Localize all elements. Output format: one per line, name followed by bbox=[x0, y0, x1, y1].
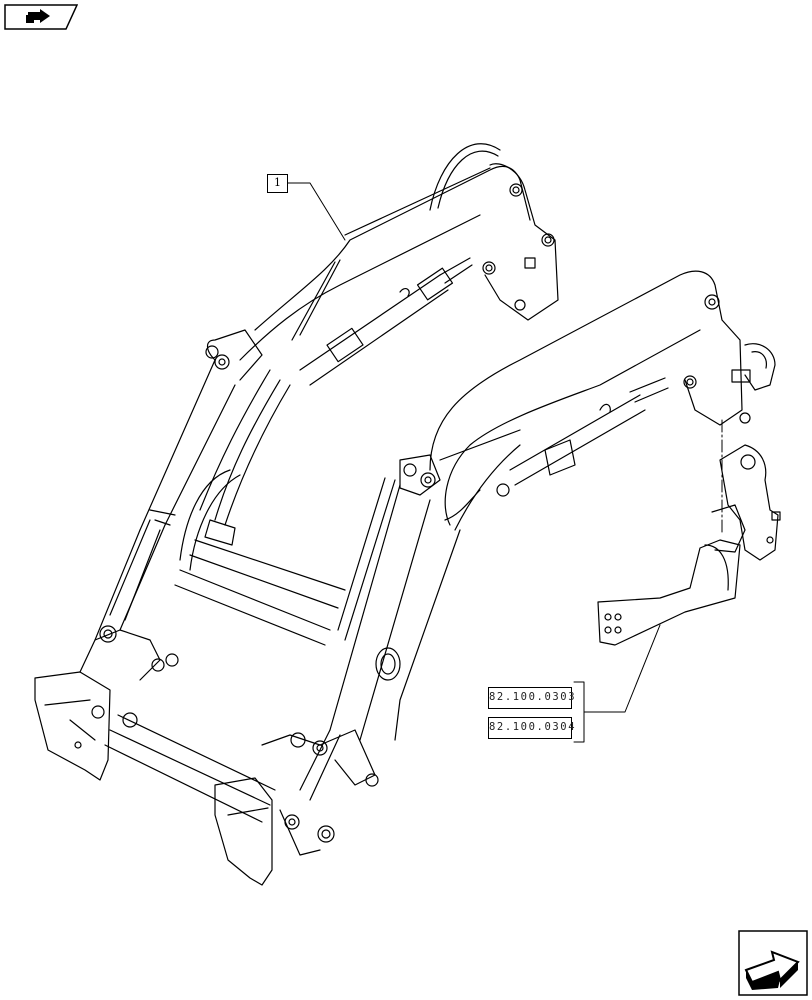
reference-bracket bbox=[573, 681, 585, 743]
next-page-button[interactable] bbox=[738, 930, 808, 996]
previous-page-button[interactable] bbox=[4, 4, 79, 30]
left-mounting-bracket bbox=[34, 625, 179, 781]
reference-box-0303[interactable]: 82.100.0303 bbox=[488, 687, 575, 709]
previous-page-arrow-icon bbox=[4, 4, 79, 30]
item-1-leader bbox=[287, 182, 346, 241]
right-mounting-bracket bbox=[214, 729, 379, 886]
right-arm bbox=[329, 270, 751, 741]
mount-plate-part bbox=[597, 444, 781, 646]
item-callout-1[interactable]: 1 bbox=[267, 174, 288, 193]
left-arm bbox=[94, 163, 559, 641]
reference-leader bbox=[583, 624, 661, 713]
reference-box-0304[interactable]: 82.100.0304 bbox=[488, 717, 575, 739]
cross-tube bbox=[104, 519, 346, 823]
quick-attach-hook bbox=[731, 343, 776, 391]
next-page-arrow-icon bbox=[738, 930, 808, 996]
